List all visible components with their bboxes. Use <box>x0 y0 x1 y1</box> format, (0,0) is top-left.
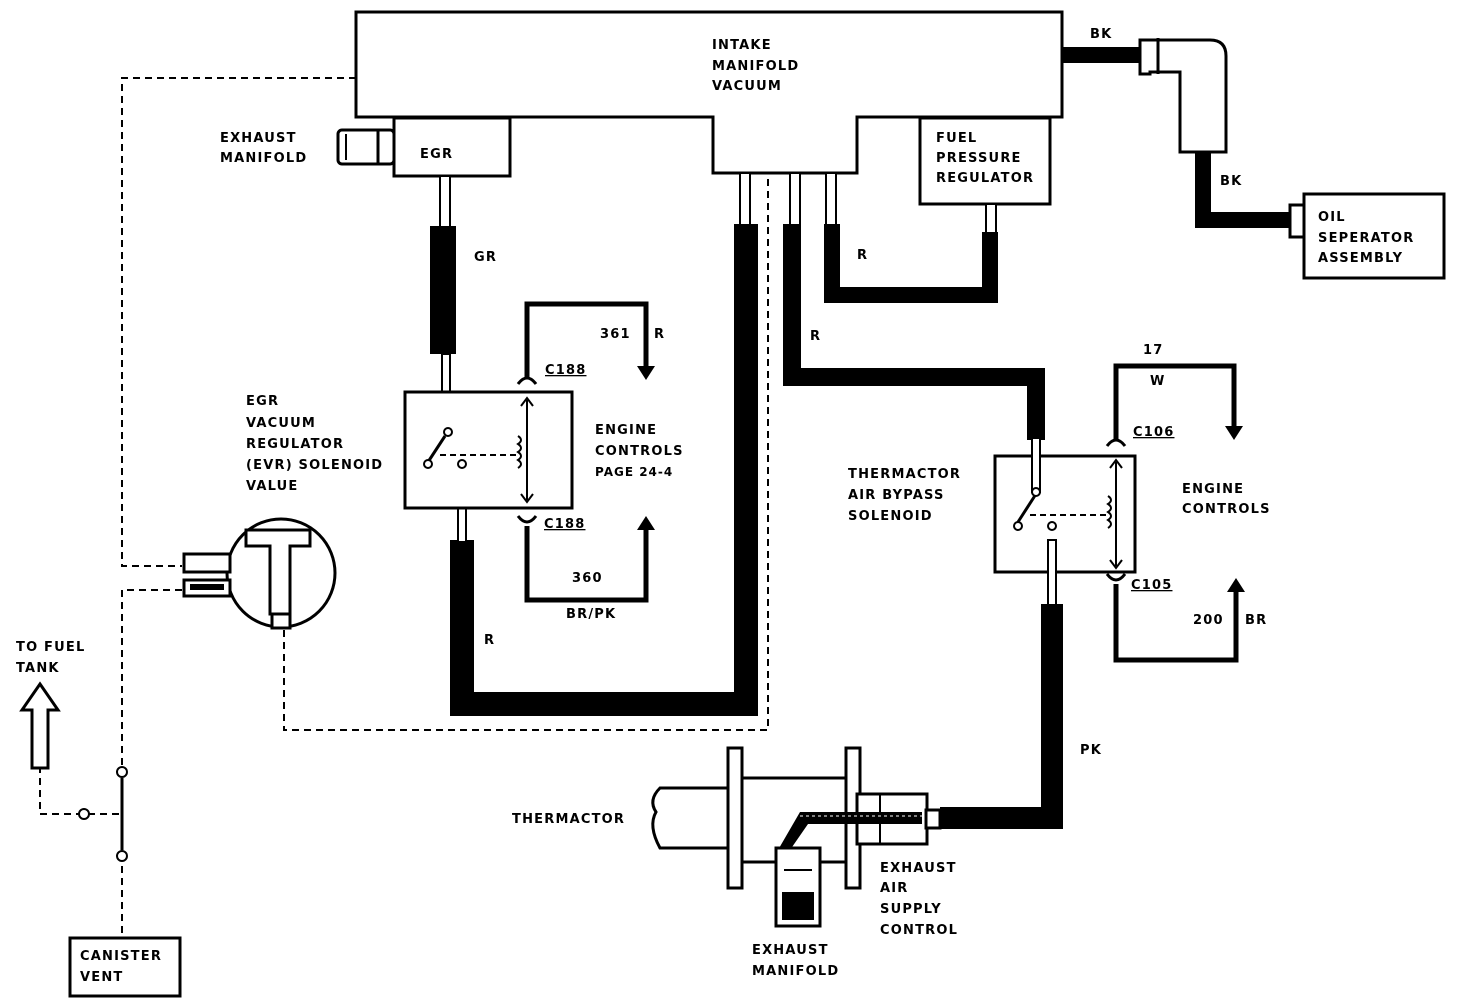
engine-controls-left-2: CONTROLS <box>595 444 684 459</box>
evr-label-4: (EVR) SOLENOID <box>246 458 383 473</box>
egr-label: EGR <box>420 147 453 162</box>
wire-360-num: 360 <box>572 571 603 586</box>
exhaust-manifold-bottom-label-1: EXHAUST <box>752 943 829 958</box>
intake-manifold-label-2: MANIFOLD <box>712 59 799 74</box>
exhaust-manifold-top-label-1: EXHAUST <box>220 131 297 146</box>
exhaust-air-supply-label-3: SUPPLY <box>880 902 942 917</box>
wire-361-color: R <box>654 327 665 342</box>
connector-c188-bot: C188 <box>544 517 585 532</box>
connector-c188-top: C188 <box>545 363 586 378</box>
intake-manifold-label-1: INTAKE <box>712 38 772 53</box>
oil-sep-label-1: OIL <box>1318 210 1346 225</box>
oil-sep-label-3: ASSEMBLY <box>1318 251 1403 266</box>
oil-separator-box <box>1302 192 1446 280</box>
exhaust-manifold-stub <box>336 128 396 166</box>
exhaust-air-supply-label-2: AIR <box>880 881 909 896</box>
engine-controls-left-1: ENGINE <box>595 423 657 438</box>
oil-sep-label-2: SEPERATOR <box>1318 231 1414 246</box>
exhaust-air-supply-label-4: CONTROL <box>880 923 958 938</box>
evr-label-2: VACUUM <box>246 416 316 431</box>
thermactor-pipe <box>651 786 740 850</box>
thermactor-bypass-label-1: THERMACTOR <box>848 467 961 482</box>
wire-17-color: W <box>1150 374 1166 389</box>
connector-c105: C105 <box>1131 578 1172 593</box>
fpr-label-2: PRESSURE <box>936 151 1022 166</box>
wire-bk-mid: BK <box>1220 174 1242 189</box>
thermactor-bypass-label-3: SOLENOID <box>848 509 933 524</box>
engine-controls-right-2: CONTROLS <box>1182 502 1271 517</box>
connector-c106: C106 <box>1133 425 1174 440</box>
canister-vent-box <box>68 936 182 998</box>
evr-label-3: REGULATOR <box>246 437 344 452</box>
wire-200-num: 200 <box>1193 613 1224 628</box>
wire-r-mid: R <box>810 329 821 344</box>
wire-360-color: BR/PK <box>566 607 616 622</box>
wire-bk-top: BK <box>1090 27 1112 42</box>
egr-box <box>392 116 512 178</box>
thermactor-label: THERMACTOR <box>512 812 625 827</box>
engine-controls-left-3: PAGE 24-4 <box>595 465 673 479</box>
wire-r-left: R <box>484 633 495 648</box>
evr-label-5: VALUE <box>246 479 299 494</box>
wire-200-color: BR <box>1245 613 1267 628</box>
intake-manifold-label-3: VACUUM <box>712 79 782 94</box>
evr-solenoid-box <box>403 390 574 510</box>
exhaust-manifold-top-label-2: MANIFOLD <box>220 151 307 166</box>
fpr-label-1: FUEL <box>936 131 977 146</box>
exhaust-manifold-bottom-label-2: MANIFOLD <box>752 964 839 979</box>
canister-vent-label-2: VENT <box>80 970 124 985</box>
wire-pk: PK <box>1080 743 1102 758</box>
evr-label-1: EGR <box>246 394 279 409</box>
to-fuel-tank-label-1: TO FUEL <box>16 640 85 655</box>
wire-gr: GR <box>474 250 497 265</box>
oil-pcv-fitting <box>1138 38 1228 154</box>
exhaust-air-supply-label-1: EXHAUST <box>880 861 957 876</box>
wire-17-num: 17 <box>1143 343 1164 358</box>
to-fuel-tank-arrow <box>19 681 61 770</box>
wire-r-fuel: R <box>857 248 868 263</box>
canister-vent-label-1: CANISTER <box>80 949 162 964</box>
fpr-label-3: REGULATOR <box>936 171 1034 186</box>
fuel-pressure-regulator-box <box>918 116 1052 206</box>
engine-controls-right-1: ENGINE <box>1182 482 1244 497</box>
to-fuel-tank-label-2: TANK <box>16 661 60 676</box>
thermactor-bypass-label-2: AIR BYPASS <box>848 488 945 503</box>
wire-361-num: 361 <box>600 327 631 342</box>
